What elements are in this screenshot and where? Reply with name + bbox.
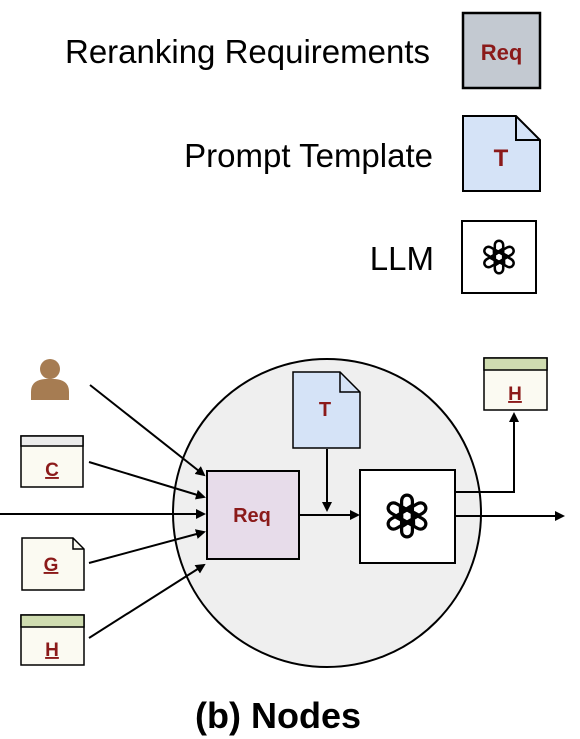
input-c-label: C — [45, 460, 59, 481]
document-icon — [462, 115, 541, 192]
arrow-llm-to-h — [455, 412, 519, 493]
figure-caption: (b) Nodes — [195, 695, 361, 736]
person-icon — [31, 359, 69, 400]
req-box — [206, 470, 300, 560]
arrow-user-to-req — [89, 384, 206, 477]
input-arrows — [0, 384, 206, 639]
input-c: C — [20, 435, 84, 488]
document-icon — [292, 371, 361, 449]
legend-template-text: T — [494, 145, 509, 172]
req-node: Req — [206, 470, 300, 560]
legend: Reranking Requirements Req Prompt Templa… — [65, 11, 542, 294]
input-h-label: H — [45, 640, 59, 661]
arrow-h-to-req — [88, 563, 206, 639]
legend-llm-icon — [461, 220, 537, 294]
user-input — [31, 359, 69, 400]
legend-req-text: Req — [481, 40, 523, 65]
template-node: T — [292, 371, 361, 449]
input-g: G — [21, 537, 85, 591]
req-label: Req — [233, 505, 271, 527]
document-icon — [21, 537, 85, 591]
input-g-label: G — [44, 555, 59, 576]
output-h-label: H — [508, 384, 522, 405]
llm-box — [359, 469, 456, 564]
legend-reranking-requirements-label: Reranking Requirements — [65, 33, 430, 70]
output-h: H — [483, 357, 548, 411]
arrow-g-to-req — [88, 529, 206, 564]
llm-node — [359, 469, 456, 564]
legend-prompt-template-label: Prompt Template — [184, 137, 433, 174]
legend-req-icon: Req — [461, 11, 542, 90]
input-h: H — [20, 614, 85, 666]
legend-llm-label: LLM — [370, 240, 434, 277]
arrow-c-to-req — [88, 461, 206, 500]
template-label: T — [319, 399, 331, 421]
legend-req-box — [461, 11, 542, 90]
legend-template-icon: T — [462, 115, 541, 192]
